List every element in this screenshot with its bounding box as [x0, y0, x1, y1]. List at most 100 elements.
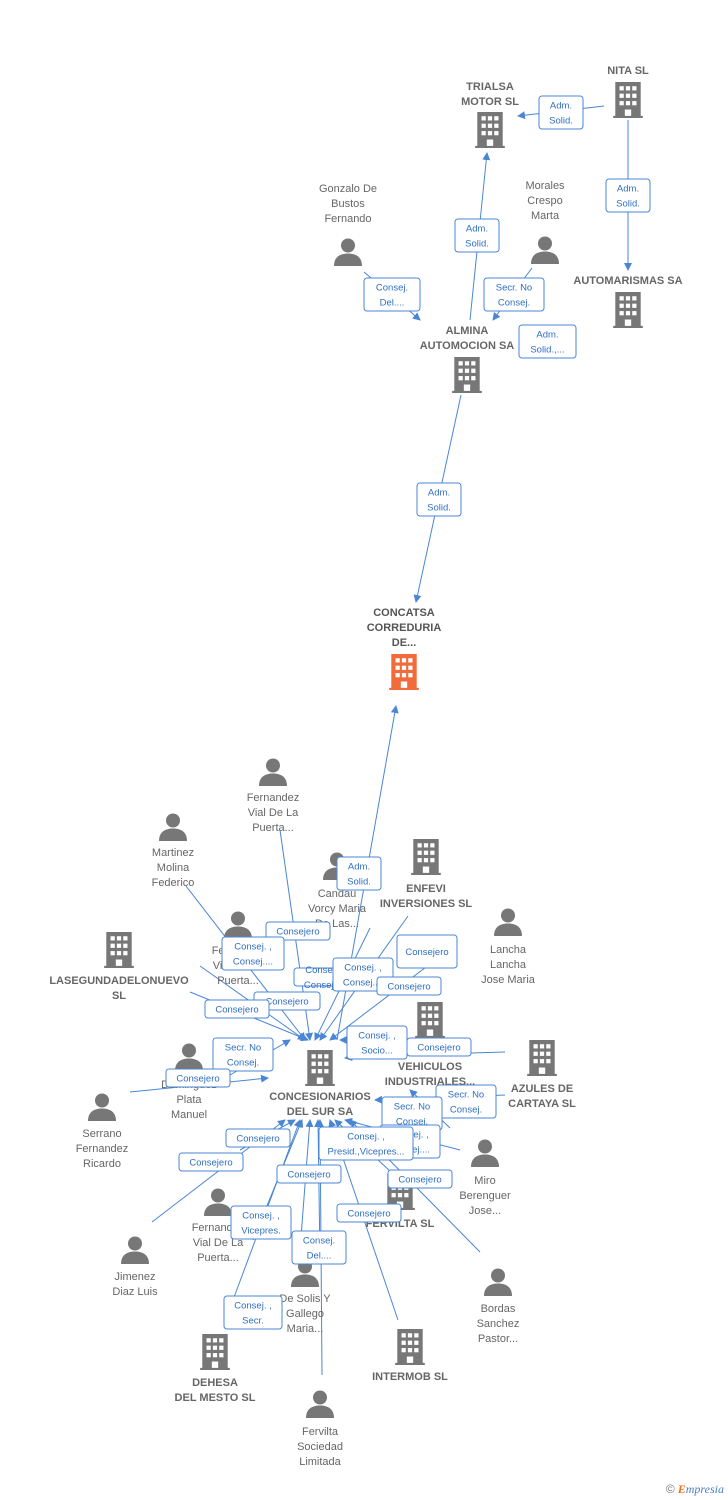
edge-role-label[interactable]: Adm.Solid. [538, 95, 584, 130]
node-label: DE... [392, 637, 416, 649]
edge-role-label[interactable]: Consejero [387, 1169, 453, 1189]
node-label: LASEGUNDADELONUEVO [49, 975, 189, 987]
role-label-text: Consej. , [242, 1211, 280, 1222]
person-node[interactable]: MiroBerenguerJose... [459, 1139, 511, 1218]
building-icon [613, 292, 643, 328]
role-label-text: Solid. [465, 239, 489, 250]
role-label-text: Secr. No [448, 1090, 484, 1101]
role-label-text: Solid.,... [530, 345, 564, 356]
role-label-box [605, 178, 651, 213]
role-label-text: Consejero [387, 982, 430, 993]
node-label: Vial De La [248, 807, 299, 819]
edge-role-label[interactable]: Consejero [253, 991, 321, 1011]
edge-role-label[interactable]: Consejero [225, 1128, 291, 1148]
node-label: VEHICULOS [398, 1061, 462, 1073]
edge-role-label[interactable]: Consejero [406, 1037, 472, 1057]
edge-role-label[interactable]: Adm.Solid.,... [518, 324, 577, 359]
edge-role-label[interactable]: Consej. ,Presid.,Vicepres... [318, 1126, 414, 1161]
edge-role-label[interactable]: Consej.Del.... [363, 277, 421, 312]
building-icon [389, 654, 419, 690]
person-icon [531, 236, 559, 264]
node-label: Federico [152, 877, 195, 889]
node-label: Puerta... [197, 1252, 239, 1264]
node-label: Gallego [286, 1308, 324, 1320]
node-label: Sanchez [477, 1318, 520, 1330]
node-label: Ricardo [83, 1158, 121, 1170]
edge-role-label[interactable]: Consejero [376, 976, 442, 996]
edge-role-label[interactable]: Adm.Solid. [605, 178, 651, 213]
node-label: Candau [318, 888, 357, 900]
edge-role-label[interactable]: Adm.Solid. [454, 218, 500, 253]
role-label-box [276, 1164, 342, 1184]
role-label-box [225, 1128, 291, 1148]
copyright-symbol: © [665, 1482, 675, 1496]
role-label-box [416, 482, 462, 517]
edge-role-label[interactable]: Consejero [276, 1164, 342, 1184]
node-label: Lancha [490, 959, 527, 971]
role-label-text: Consejero [347, 1209, 390, 1220]
edge-role-label[interactable]: Consejero [178, 1152, 244, 1172]
person-icon [121, 1236, 149, 1264]
role-label-text: Adm. [617, 184, 639, 195]
node-label: CORREDURIA [367, 622, 442, 634]
node-label: Puerta... [217, 975, 259, 987]
person-node[interactable]: De Solis YGallegoMaria... [279, 1259, 331, 1336]
company-node[interactable]: CONCATSA CORREDURIA DE... [367, 607, 442, 690]
node-label: Lancha [490, 944, 527, 956]
node-label: Crespo [527, 195, 562, 207]
node-label: CONCATSA [373, 607, 435, 619]
role-label-text: Consej. , [305, 965, 343, 976]
edge-role-label[interactable]: Consejero [165, 1068, 231, 1088]
edge-role-label[interactable]: Adm.Solid. [336, 856, 382, 891]
role-label-text: Consejero [236, 1134, 279, 1145]
company-node[interactable]: INTERMOB SL [372, 1329, 448, 1383]
node-label: Bustos [331, 198, 365, 210]
edge-role-label[interactable]: Consej.Del.... [291, 1230, 347, 1265]
building-icon [475, 112, 505, 148]
edge-role-label[interactable]: Consejero [336, 1203, 402, 1223]
node-label: DEL SUR SA [287, 1106, 353, 1118]
company-node[interactable]: AUTOMARISMAS SA [573, 275, 683, 328]
person-node[interactable]: BordasSanchezPastor... [477, 1268, 520, 1346]
edge-role-label[interactable]: Consejero [396, 934, 458, 969]
person-icon [175, 1043, 203, 1071]
company-node[interactable]: NITA SL [607, 65, 649, 118]
edge-role-label[interactable]: Consej. ,Secr. [223, 1295, 283, 1330]
edge-role-label[interactable]: Consej. ,Vicepres. [230, 1205, 292, 1240]
edge-role-label[interactable]: Consej. ,Consej.... [221, 936, 285, 971]
building-icon [395, 1329, 425, 1365]
role-label-box [318, 1126, 414, 1161]
building-icon [452, 357, 482, 393]
node-label: Manuel [171, 1109, 207, 1121]
edge-role-label[interactable]: Adm.Solid. [416, 482, 462, 517]
node-label: INTERMOB SL [372, 1371, 448, 1383]
role-label-text: Consej. , [344, 963, 382, 974]
relationship-edge[interactable] [299, 1119, 314, 1251]
brand-name: mpresia [685, 1482, 724, 1496]
edge-role-label[interactable]: Consejero [265, 921, 331, 941]
edge-role-label[interactable]: Consej. ,Socio... [346, 1025, 408, 1060]
node-label: Fernandez [247, 792, 300, 804]
edge-role-label[interactable]: Consejero [204, 999, 270, 1019]
person-icon [494, 908, 522, 936]
brand-credit[interactable]: ©Empresia [666, 1482, 724, 1497]
node-label: De Solis Y [279, 1293, 331, 1305]
